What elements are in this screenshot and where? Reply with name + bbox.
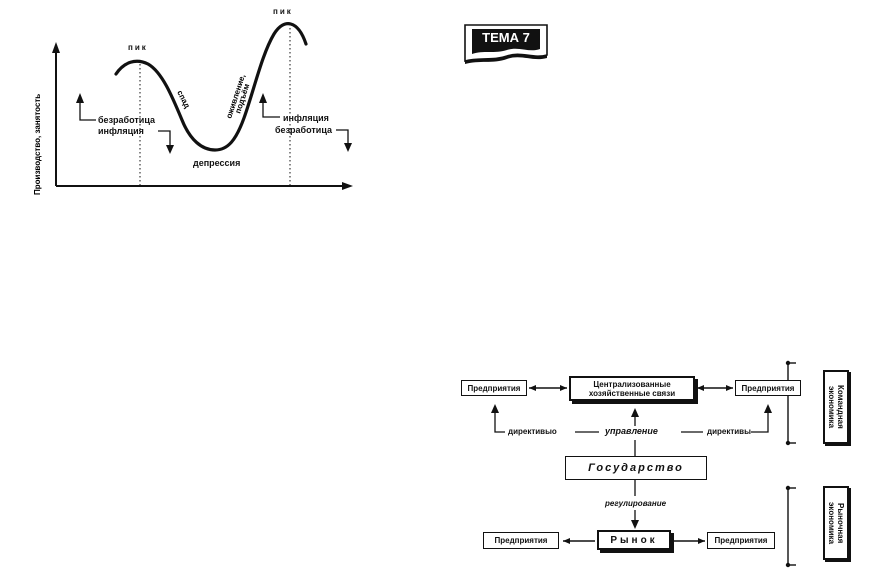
cycle-curve: [114, 22, 308, 152]
directives-left-label: директивыо: [508, 427, 557, 436]
right-unemployment-down-arrow: [336, 129, 349, 146]
right-indicator-unemployment: безработица: [275, 125, 332, 135]
enterprise-label: Предприятия: [467, 383, 521, 393]
left-unemployment-up-arrow: [79, 100, 96, 121]
tema-badge: ТЕМА 7: [463, 23, 549, 65]
y-axis-arrow: [52, 42, 60, 53]
enterprise-box-bottom-right: Предприятия: [707, 532, 775, 549]
right-down-arrowhead: [344, 143, 352, 152]
left-inflation-down-arrow: [158, 130, 171, 148]
enterprise-box-top-right: Предприятия: [735, 380, 801, 396]
right-inflation-up-arrow: [262, 100, 280, 118]
state-box: Государство: [565, 456, 707, 480]
enterprise-label: Предприятия: [741, 383, 795, 393]
directives-right-label: директивы: [707, 427, 751, 436]
economy-systems-diagram: Предприятия Централизованные хозяйственн…: [455, 360, 872, 570]
economy-diagram-connectors: [491, 360, 796, 568]
business-cycle-chart: Производство, занятость спад оживление, …: [0, 0, 380, 210]
centralized-label-line2: хозяйственные связи: [588, 388, 676, 398]
command-economy-label: Командная экономика: [823, 370, 849, 444]
enterprise-box-bottom-left: Предприятия: [483, 532, 559, 549]
tema-label: ТЕМА 7: [482, 30, 530, 45]
command-economy-text: Командная экономика: [827, 385, 845, 429]
enterprise-box-top-left: Предприятия: [461, 380, 527, 396]
left-indicator-inflation: инфляция: [98, 126, 144, 136]
regulation-label: регулирование: [605, 499, 667, 508]
x-axis-arrow: [342, 182, 353, 190]
market-economy-text: Рыночная экономика: [827, 501, 845, 545]
left-indicator-unemployment: безработица: [98, 115, 155, 125]
centralized-links-box: Централизованные хозяйственные связи: [569, 376, 695, 401]
right-up-arrowhead: [259, 93, 267, 103]
cycle-chart-graphic: Производство, занятость спад оживление, …: [33, 22, 353, 195]
peak-left-label: пик: [128, 43, 148, 52]
management-label: управление: [605, 426, 658, 436]
state-label: Государство: [588, 461, 684, 474]
market-label: Рынок: [610, 534, 658, 546]
peak-right-label: пик: [273, 7, 293, 16]
market-economy-label: Рыночная экономика: [823, 486, 849, 560]
left-up-arrowhead: [76, 93, 84, 103]
enterprise-label: Предприятия: [494, 536, 548, 545]
market-box: Рынок: [597, 530, 671, 550]
phase-depression-label: депрессия: [193, 158, 241, 168]
tema-badge-shape: [464, 24, 548, 64]
enterprise-label: Предприятия: [714, 536, 768, 545]
left-down-arrowhead: [166, 145, 174, 154]
centralized-label-line1: Централизованные: [593, 379, 671, 389]
y-axis-label: Производство, занятость: [33, 94, 42, 195]
right-indicator-inflation: инфляция: [283, 113, 329, 123]
